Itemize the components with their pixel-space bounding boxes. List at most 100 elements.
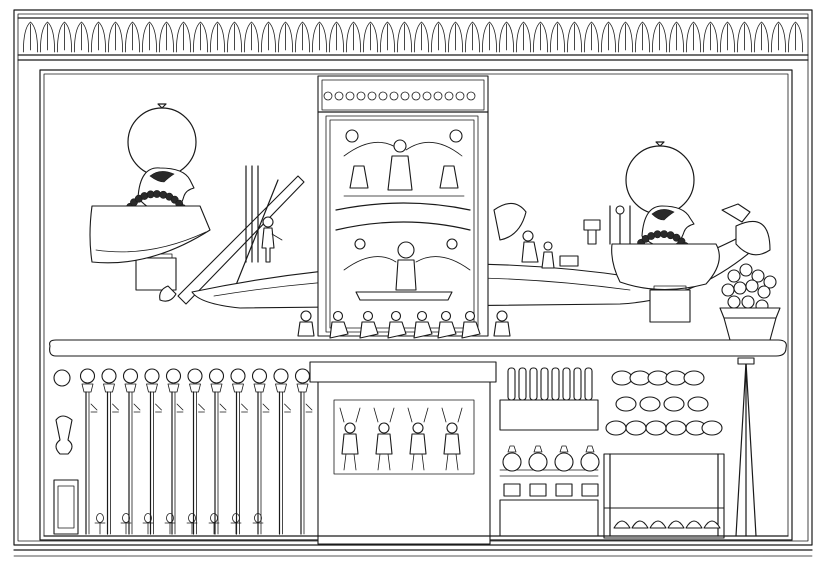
frieze-element bbox=[90, 21, 107, 53]
standard-socket bbox=[124, 383, 137, 393]
offering-shelf-right bbox=[603, 453, 725, 539]
right-sun-disc bbox=[625, 141, 695, 215]
fruit-item bbox=[745, 279, 759, 293]
kneeler-head bbox=[464, 310, 476, 322]
frieze-element bbox=[736, 21, 753, 53]
fruit-item bbox=[721, 283, 735, 297]
bread-loaf bbox=[625, 420, 647, 436]
cornice-loop bbox=[466, 91, 476, 101]
bread-dome bbox=[631, 520, 649, 529]
standard-socket bbox=[275, 383, 287, 393]
shrine-lower-register bbox=[343, 238, 471, 301]
shrine-upper-register bbox=[343, 129, 465, 197]
frieze-element bbox=[107, 21, 124, 53]
vase-body bbox=[554, 452, 574, 472]
right-deck-figures bbox=[493, 202, 631, 269]
frieze-element bbox=[362, 21, 379, 53]
bread-loaf bbox=[683, 370, 705, 386]
standard-socket bbox=[210, 383, 223, 393]
standard-sign bbox=[112, 403, 119, 413]
ankh-loop bbox=[96, 513, 104, 523]
offering-jars-upper bbox=[507, 367, 593, 401]
cornice-loop bbox=[389, 91, 399, 101]
vase-body bbox=[528, 452, 548, 472]
bearer-head bbox=[378, 422, 390, 434]
fruit-offering-basket bbox=[719, 263, 781, 319]
standard-socket bbox=[146, 383, 158, 393]
frieze-element bbox=[464, 21, 481, 53]
frieze-element bbox=[260, 21, 277, 53]
standard-emblem bbox=[273, 368, 289, 384]
frieze-element bbox=[175, 21, 192, 53]
standard-emblem bbox=[294, 368, 311, 384]
frieze-element bbox=[56, 21, 73, 53]
frieze-element bbox=[600, 21, 617, 53]
bearer-head bbox=[412, 422, 424, 434]
bread-dome bbox=[685, 520, 703, 529]
bread-loaf bbox=[639, 396, 661, 412]
bread-loaf bbox=[645, 420, 667, 436]
kneeler-body bbox=[493, 321, 511, 337]
frieze-element bbox=[498, 21, 515, 53]
frieze-element bbox=[294, 21, 311, 53]
standard-socket bbox=[189, 383, 201, 393]
fruit-item bbox=[757, 285, 771, 299]
kneeler-head bbox=[416, 310, 428, 322]
frieze-element bbox=[549, 21, 566, 53]
frieze-element bbox=[617, 21, 634, 53]
standard-emblem bbox=[101, 368, 117, 384]
divine-standards-row bbox=[53, 368, 313, 535]
ankh-loop bbox=[188, 513, 196, 523]
libation-vase bbox=[53, 415, 79, 535]
tall-jar bbox=[540, 367, 549, 401]
kneeler-body bbox=[329, 321, 349, 339]
standard-sign bbox=[176, 403, 184, 413]
bearer-head bbox=[344, 422, 356, 434]
fruit-item bbox=[763, 275, 777, 289]
standard-emblem bbox=[53, 369, 71, 387]
kneeler-head bbox=[390, 310, 402, 322]
support-pedestal bbox=[309, 361, 497, 545]
pedestal-bearer-figures bbox=[339, 407, 463, 471]
standard-emblem bbox=[208, 368, 225, 384]
cornice-loop bbox=[378, 91, 388, 101]
top-frieze-border bbox=[17, 17, 809, 61]
frieze-element bbox=[719, 21, 736, 53]
steering-oars bbox=[159, 165, 305, 305]
vase-body bbox=[580, 452, 600, 472]
bread-dome bbox=[613, 520, 631, 529]
cornice-loop bbox=[455, 91, 465, 101]
kneeler-body bbox=[461, 321, 481, 339]
bread-loaf bbox=[701, 420, 723, 436]
bearer-legs bbox=[411, 453, 425, 471]
carrying-pole bbox=[49, 339, 787, 357]
frieze-element bbox=[787, 21, 804, 53]
standard-emblem bbox=[187, 368, 203, 384]
fruit-item bbox=[727, 269, 741, 283]
kneeler-body bbox=[297, 321, 315, 337]
frieze-element bbox=[226, 21, 243, 53]
offering-stand-tripod bbox=[723, 317, 777, 537]
bread-loaf bbox=[615, 396, 637, 412]
standard-sign bbox=[219, 403, 227, 413]
fruit-item bbox=[727, 295, 741, 309]
standard-emblem bbox=[251, 368, 268, 384]
standard-sign bbox=[133, 403, 141, 413]
bearer-arms bbox=[407, 407, 429, 423]
bread-loaf bbox=[663, 396, 685, 412]
bread-loaf bbox=[629, 370, 651, 386]
frieze-element bbox=[209, 21, 226, 53]
vase-stand bbox=[555, 483, 573, 497]
vase-stand bbox=[581, 483, 599, 497]
cornice-loop bbox=[433, 91, 443, 101]
standard-emblem bbox=[165, 368, 182, 384]
standard-emblem bbox=[144, 368, 160, 384]
cornice-loop bbox=[411, 91, 421, 101]
offering-vases-lower bbox=[502, 445, 600, 497]
bearer-kilt bbox=[443, 433, 461, 455]
cornice-loop bbox=[323, 91, 333, 101]
bread-loaves-heap bbox=[605, 370, 723, 529]
fruit-item bbox=[751, 269, 765, 283]
frieze-element bbox=[124, 21, 141, 53]
